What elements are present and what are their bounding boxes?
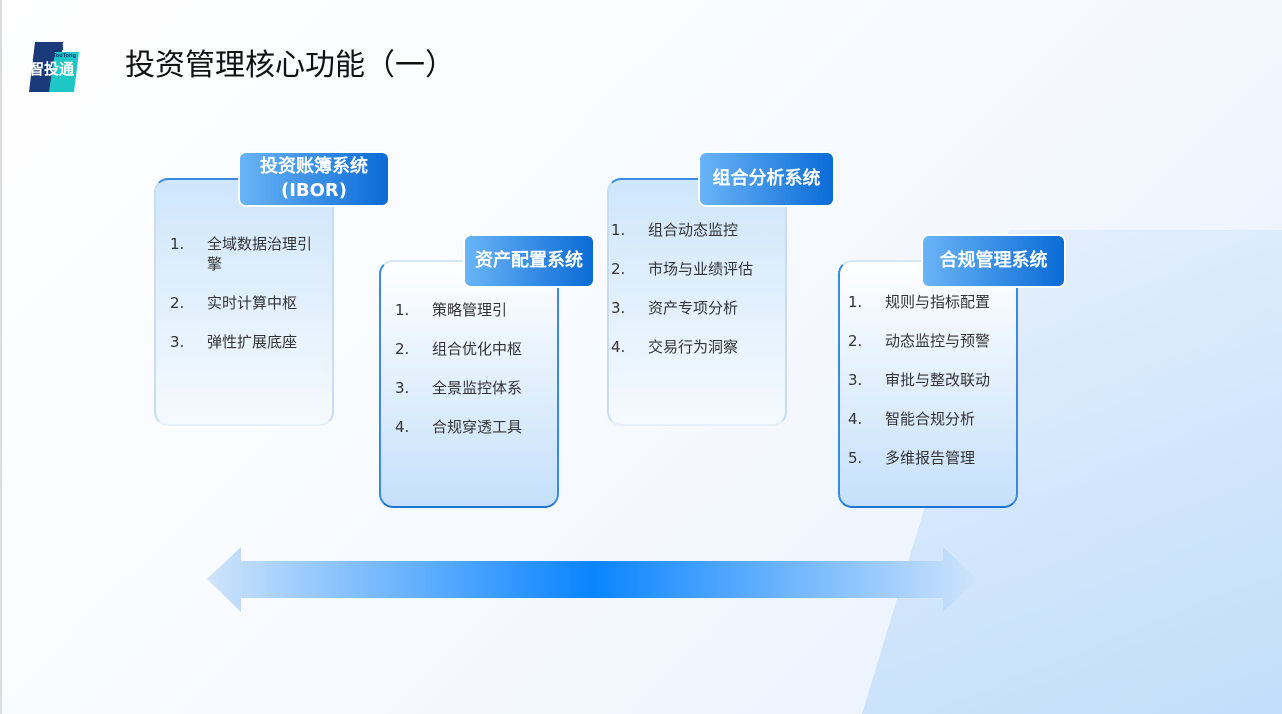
list-item: 2.市场与业绩评估 (611, 260, 754, 278)
list-item: 4.交易行为洞察 (611, 338, 739, 356)
card-header: 资产配置系统 (465, 236, 593, 286)
card-header: 合规管理系统 (923, 236, 1064, 286)
list-item: 4.智能合规分析 (848, 410, 976, 428)
card-ibor: 1.全域数据治理引擎 2.实时计算中枢 3.弹性扩展底座 (154, 178, 334, 426)
list-item: 1.全域数据治理引擎 (170, 235, 313, 273)
list-item: 1.策略管理引 (395, 301, 508, 319)
list-item: 1.规则与指标配置 (848, 293, 991, 311)
list-item: 4.合规穿透工具 (395, 418, 523, 436)
list-item: 2.实时计算中枢 (170, 294, 298, 312)
svg-text:TouTong: TouTong (53, 53, 76, 59)
card-header: 组合分析系统 (700, 153, 833, 205)
double-arrow-icon (207, 547, 977, 612)
card-header: 投资账簿系统(IBOR) (240, 153, 388, 205)
list-item: 5.多维报告管理 (848, 449, 976, 467)
svg-text:Zhi: Zhi (53, 45, 64, 52)
list-item: 3.弹性扩展底座 (170, 333, 298, 351)
page-title: 投资管理核心功能（一） (125, 48, 455, 83)
card-asset-allocation: 1.策略管理引 2.组合优化中枢 3.全景监控体系 4.合规穿透工具 (379, 260, 559, 508)
card-portfolio-analysis: 1.组合动态监控 2.市场与业绩评估 3.资产专项分析 4.交易行为洞察 (607, 178, 787, 426)
list-item: 3.资产专项分析 (611, 299, 739, 317)
card-compliance: 1.规则与指标配置 2.动态监控与预警 3.审批与整改联动 4.智能合规分析 5… (838, 260, 1018, 508)
list-item: 2.动态监控与预警 (848, 332, 991, 350)
list-item: 3.审批与整改联动 (848, 371, 991, 389)
list-item: 1.组合动态监控 (611, 221, 739, 239)
list-item: 2.组合优化中枢 (395, 340, 523, 358)
logo: Zhi TouTong 智投通 (27, 42, 87, 92)
list-item: 3.全景监控体系 (395, 379, 523, 397)
svg-text:智投通: 智投通 (29, 60, 74, 78)
